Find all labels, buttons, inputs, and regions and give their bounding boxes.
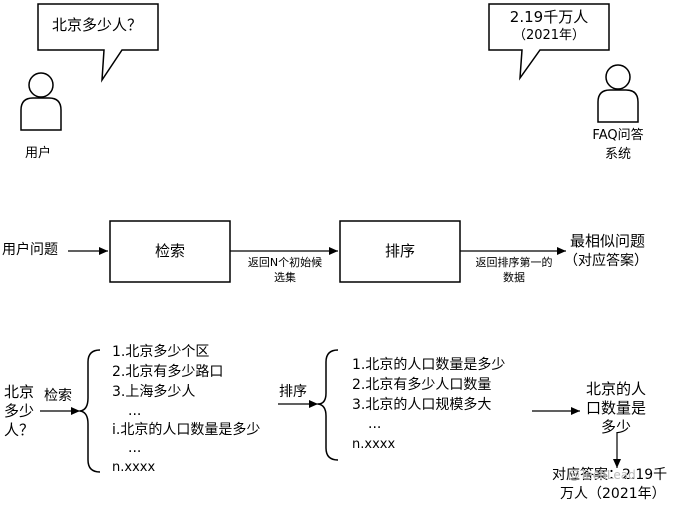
ranked-item: 2.北京有多少人口数量 — [352, 377, 492, 393]
output-label-line1: 最相似问题 — [570, 232, 646, 250]
retrieve-output-label-line2: 选集 — [274, 271, 296, 284]
system-label-line2: 系统 — [604, 147, 631, 162]
answer-line1: 对应答案：2.19千 — [552, 467, 668, 483]
answer-line2: 万人（2021年） — [560, 486, 666, 502]
user-speech-bubble — [37, 3, 159, 83]
candidate-ellipsis: ... — [128, 403, 142, 419]
system-user-icon — [597, 64, 639, 123]
candidates-brace — [79, 349, 101, 473]
example-query-line3: 人？ — [4, 421, 35, 439]
watermark: @TechLead — [568, 468, 636, 482]
example-query-line1: 北京 — [4, 383, 35, 401]
user-icon — [20, 72, 62, 131]
best-match-line2: 口数量是 — [585, 399, 646, 417]
output-label-line2: （对应答案） — [564, 253, 648, 269]
candidate-item: n.xxxx — [112, 460, 156, 475]
ranked-ellipsis: ... — [368, 416, 382, 432]
system-answer-text-line1: 2.19千万人 — [509, 8, 589, 26]
rank-output-label-line2: 数据 — [503, 271, 525, 284]
rank-output-label-line1: 返回排序第一的 — [475, 256, 553, 269]
candidate-item: i.北京的人口数量是多少 — [112, 422, 261, 438]
system-label-line1: FAQ问答 — [592, 128, 644, 143]
ranked-item: n.xxxx — [352, 437, 396, 452]
retrieve-box — [109, 220, 231, 283]
system-answer-text-line2: （2021年） — [512, 28, 586, 43]
example-rank-label: 排序 — [279, 384, 307, 400]
retrieve-box-label: 检索 — [154, 242, 185, 260]
user-label: 用户 — [25, 146, 52, 161]
user-question-text: 北京多少人？ — [52, 16, 143, 34]
candidate-item: 3.上海多少人 — [112, 384, 196, 400]
best-match-line1: 北京的人 — [585, 380, 646, 398]
candidate-item: 2.北京有多少路口 — [112, 364, 224, 380]
retrieve-output-label-line1: 返回N个初始候 — [247, 256, 323, 269]
example-retrieve-label: 检索 — [44, 388, 72, 404]
example-query-line2: 多少 — [4, 402, 35, 420]
ranked-brace — [317, 349, 339, 461]
candidate-ellipsis: ... — [128, 440, 142, 456]
ranked-item: 3.北京的人口规模多大 — [352, 397, 492, 413]
ranked-item: 1.北京的人口数量是多少 — [352, 357, 506, 373]
best-match-line3: 多少 — [600, 418, 631, 436]
rank-box-label: 排序 — [384, 242, 415, 260]
user-query-label: 用户问题 — [2, 242, 58, 258]
candidate-item: 1.北京多少个区 — [112, 344, 210, 360]
system-speech-bubble — [488, 3, 610, 81]
